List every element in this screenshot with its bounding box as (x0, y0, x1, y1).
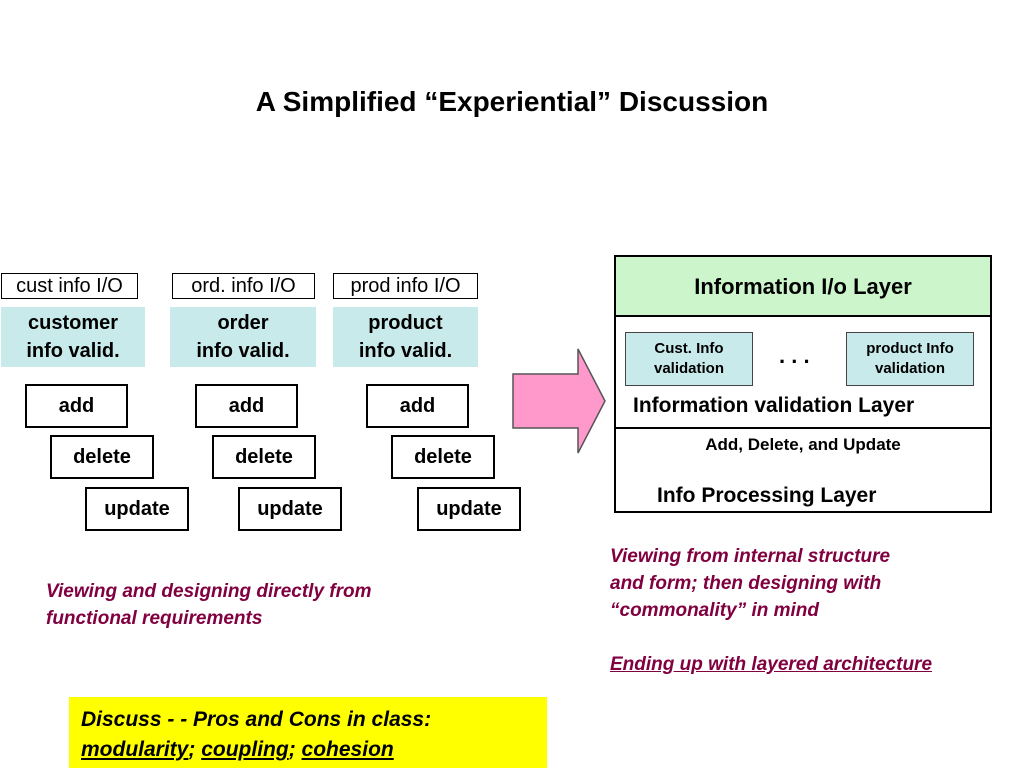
product-add-box: add (366, 384, 469, 428)
cust-validation-line2: validation (653, 360, 724, 377)
validation-layer-label: Information validation Layer (633, 394, 915, 417)
discussion-box: Discuss - - Pros and Cons in class: modu… (69, 697, 547, 768)
product-validation-line1: product Info (866, 340, 954, 357)
customer-info-valid-box: customer info valid. (1, 307, 145, 367)
discussion-line1: Discuss - - Pros and Cons in class: (81, 708, 432, 731)
layered-architecture: Information I/o Layer Cust. Info validat… (614, 255, 992, 513)
customer-add-box: add (25, 384, 128, 428)
transform-arrow (512, 348, 606, 454)
left-caption-line2: functional requirements (46, 608, 263, 629)
term-coupling: coupling (201, 738, 289, 761)
cust-validation-line1: Cust. Info (654, 340, 724, 357)
slide-title: A Simplified “Experiential” Discussion (255, 86, 769, 117)
product-update-box: update (417, 487, 521, 531)
right-caption-line2: and form; then designing with (610, 573, 882, 594)
information-io-layer: Information I/o Layer (616, 257, 990, 317)
product-valid-line2: info valid. (358, 340, 453, 362)
left-caption: Viewing and designing directly from func… (46, 578, 372, 632)
term-cohesion: cohesion (301, 738, 394, 761)
customer-delete-box: delete (50, 435, 154, 479)
right-caption-line4: Ending up with layered architecture (610, 654, 933, 675)
order-delete-box: delete (212, 435, 316, 479)
product-valid-line1: product (368, 312, 443, 334)
separator-1: ; (188, 738, 196, 761)
cust-info-io-label: cust info I/O (1, 273, 138, 299)
left-caption-line1: Viewing and designing directly from (46, 581, 372, 602)
discussion-line2: modularity; coupling; cohesion (81, 735, 535, 765)
term-modularity: modularity (81, 738, 189, 761)
order-update-box: update (238, 487, 342, 531)
order-valid-line2: info valid. (196, 340, 290, 362)
customer-valid-line2: info valid. (26, 340, 120, 362)
separator-2: ; (288, 738, 296, 761)
product-delete-box: delete (391, 435, 495, 479)
right-caption-line1: Viewing from internal structure (610, 546, 891, 567)
order-info-valid-box: order info valid. (170, 307, 316, 367)
cust-info-validation-box: Cust. Info validation (625, 332, 753, 386)
product-info-valid-box: product info valid. (333, 307, 478, 367)
ord-info-io-label: ord. info I/O (172, 273, 315, 299)
order-add-box: add (195, 384, 298, 428)
product-validation-line2: validation (874, 360, 945, 377)
customer-valid-line1: customer (27, 312, 119, 334)
info-processing-layer: Info Processing Layer (657, 484, 877, 507)
ellipsis-dots: . . . (779, 343, 810, 368)
product-info-validation-box: product Info validation (846, 332, 974, 386)
information-validation-layer: Cust. Info validation . . . product Info… (616, 317, 990, 429)
order-valid-line1: order (217, 312, 269, 334)
add-delete-update-text: Add, Delete, and Update (705, 435, 901, 454)
customer-update-box: update (85, 487, 189, 531)
right-caption-line3: “commonality” in mind (610, 600, 820, 621)
right-caption: Viewing from internal structure and form… (610, 543, 932, 678)
prod-info-io-label: prod info I/O (333, 273, 478, 299)
